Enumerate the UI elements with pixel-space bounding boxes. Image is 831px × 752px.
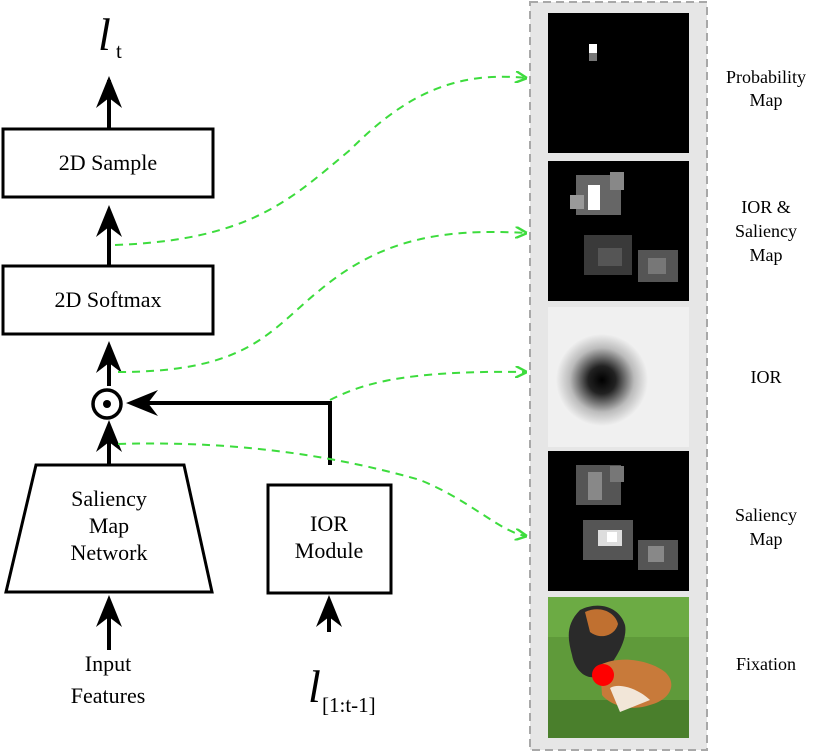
- input-features-label: Input Features: [71, 651, 146, 708]
- dashed-connectors: [114, 77, 526, 536]
- arrowhead-saliency: [96, 595, 122, 627]
- arrowhead-operator-bottom: [96, 420, 122, 452]
- saliency-network-block: Saliency Map Network: [4, 463, 214, 594]
- arrowhead-operator-right: [126, 390, 158, 416]
- arrowhead-ior: [316, 595, 342, 627]
- label-ior-saliency-line3: Map: [750, 245, 783, 265]
- input-features-line1: Input: [85, 651, 131, 676]
- output-label: l t: [98, 9, 122, 63]
- ior-image: [548, 307, 689, 447]
- label-saliency-line1: Saliency: [735, 505, 797, 525]
- ior-saliency-map-image: [548, 161, 689, 301]
- saliency-net-line2: Map: [89, 513, 129, 538]
- output-sub: t: [116, 39, 122, 63]
- prev-sub: [1:t-1]: [322, 693, 376, 717]
- softmax-box-label: 2D Softmax: [55, 287, 162, 312]
- connector-operator-to-ior-saliency: [117, 232, 526, 373]
- label-fixation: Fixation: [736, 654, 796, 674]
- output-var: l: [98, 9, 111, 60]
- fixation-image: [548, 597, 689, 738]
- saliency-map-image: [548, 451, 689, 591]
- arrow-ior-to-operator: [135, 401, 332, 465]
- softmax-box: 2D Softmax: [1, 264, 215, 336]
- ior-module-line1: IOR: [310, 511, 348, 536]
- probability-map-image: [548, 13, 689, 153]
- label-ior-saliency-line1: IOR &: [741, 197, 791, 217]
- saliency-net-line3: Network: [71, 540, 148, 565]
- visualization-panel: [529, 1, 708, 751]
- sample-box-label: 2D Sample: [59, 150, 157, 175]
- label-ior-saliency-line2: Saliency: [735, 221, 797, 241]
- ior-module-line2: Module: [295, 538, 363, 563]
- connector-ior-module-to-ior: [329, 372, 526, 401]
- label-probability-line2: Map: [750, 90, 783, 110]
- connector-softmax-to-probability: [114, 77, 526, 246]
- arrowhead-softmax: [96, 341, 122, 373]
- sample-box: 2D Sample: [1, 127, 215, 199]
- ior-module-box: IOR Module: [266, 483, 393, 595]
- panel-labels: Probability Map IOR & Saliency Map IOR S…: [726, 67, 806, 674]
- saliency-net-line1: Saliency: [71, 486, 147, 511]
- arrowhead-sample: [96, 205, 122, 237]
- arrowhead-output: [96, 76, 122, 108]
- label-ior: IOR: [751, 367, 782, 387]
- label-saliency-line2: Map: [750, 529, 783, 549]
- previous-locations-label: l [1:t-1]: [308, 661, 376, 717]
- prev-var: l: [308, 661, 321, 712]
- input-features-line2: Features: [71, 683, 146, 708]
- elementwise-product-operator: [91, 388, 123, 420]
- label-probability-line1: Probability: [726, 67, 806, 87]
- fixation-dot: [592, 664, 614, 686]
